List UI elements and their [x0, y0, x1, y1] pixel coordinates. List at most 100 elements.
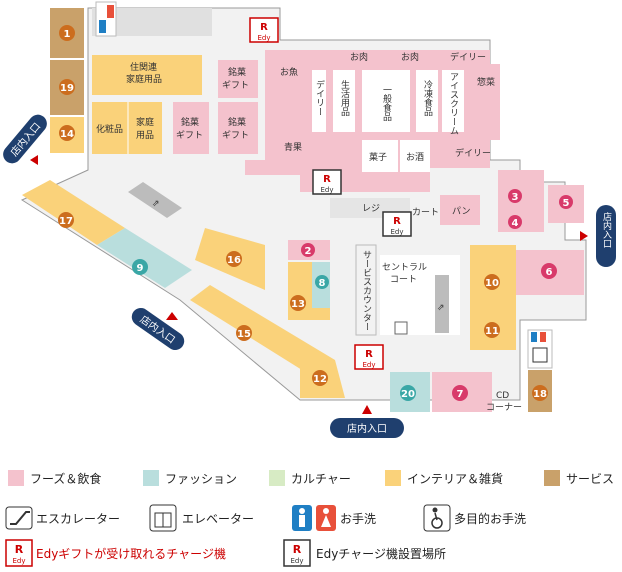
shop-marker-14[interactable]: 14	[59, 125, 75, 141]
male-restroom-icon-right	[531, 332, 537, 342]
shop-marker-13[interactable]: 13	[290, 295, 306, 311]
svg-text:18: 18	[533, 389, 547, 400]
svg-text:10: 10	[485, 278, 499, 289]
label-jukan: 住関連	[130, 61, 157, 73]
svg-text:R: R	[15, 543, 24, 556]
shop-marker-6[interactable]: 6	[541, 263, 557, 279]
label-keshohin: 化粧品	[96, 123, 123, 135]
shop-marker-9[interactable]: 9	[132, 259, 148, 275]
legend-elevator: エレベーター	[182, 512, 254, 526]
area-keshohin[interactable]	[92, 102, 162, 154]
area-meika-1[interactable]	[218, 60, 258, 98]
edy-charger-reji[interactable]: R Edy	[382, 211, 412, 237]
block-gashi	[362, 140, 398, 172]
area-shop-15[interactable]	[190, 285, 335, 380]
svg-text:20: 20	[401, 389, 415, 400]
shop-marker-17[interactable]: 17	[58, 212, 74, 228]
legend-service: サービス	[566, 472, 614, 486]
shop-marker-4[interactable]: 4	[508, 215, 522, 229]
label-daily-top: デイリー	[450, 51, 486, 63]
svg-text:Edy: Edy	[362, 361, 375, 369]
svg-text:店内入口: 店内入口	[601, 211, 612, 248]
svg-text:R: R	[365, 349, 373, 360]
svg-text:9: 9	[137, 263, 144, 274]
escalator-center: ⇗	[435, 275, 449, 333]
area-meika-2[interactable]	[173, 102, 209, 154]
svg-text:3: 3	[512, 192, 519, 203]
svg-text:7: 7	[457, 389, 464, 400]
label-osake: お酒	[406, 152, 424, 163]
escalator-icon	[5, 506, 33, 530]
shop-marker-3[interactable]: 3	[508, 189, 522, 203]
legend-swatch-service	[544, 470, 560, 486]
label-cd-a: CD	[496, 391, 509, 401]
shop-marker-1[interactable]: 1	[59, 25, 75, 41]
svg-text:14: 14	[60, 129, 74, 140]
label-meika3-b: ギフト	[222, 130, 249, 141]
legend-escalator: エスカレーター	[36, 512, 120, 526]
svg-text:16: 16	[227, 255, 241, 266]
label-cart: カート	[412, 207, 439, 218]
svg-text:1: 1	[64, 29, 71, 40]
shop-marker-2[interactable]: 2	[301, 243, 315, 257]
legend-edy-install: Edyチャージ機設置場所	[316, 546, 446, 561]
area-shop-17[interactable]	[22, 180, 125, 245]
legend-food: フーズ＆飲食	[30, 471, 101, 486]
male-restroom-icon	[99, 20, 106, 33]
edy-gift-charger-center[interactable]: R Edy	[354, 344, 384, 370]
edy-charger-seika[interactable]: R Edy	[312, 169, 342, 195]
label-seikatsu: 生活用品	[339, 79, 350, 117]
svg-text:12: 12	[313, 374, 327, 385]
svg-text:8: 8	[319, 278, 326, 289]
label-meika1-b: ギフト	[222, 80, 249, 91]
female-restroom-icon	[107, 5, 114, 18]
elevator-center	[394, 321, 408, 335]
shop-marker-20[interactable]: 20	[400, 385, 416, 401]
label-meika2-b: ギフト	[176, 130, 203, 141]
area-shop-9[interactable]	[97, 228, 192, 288]
label-reji: レジ	[362, 204, 380, 214]
block-reito	[416, 70, 438, 132]
shop-marker-12[interactable]: 12	[312, 370, 328, 386]
shop-marker-18[interactable]: 18	[532, 385, 548, 401]
svg-text:6: 6	[546, 267, 553, 278]
shop-marker-16[interactable]: 16	[226, 251, 242, 267]
edy-install-legend-icon: R Edy	[283, 539, 311, 567]
shop-marker-10[interactable]: 10	[484, 274, 500, 290]
entrance-bottom[interactable]: 店内入口	[330, 405, 404, 438]
area-jukan-katei[interactable]	[92, 55, 202, 95]
block-osake	[400, 140, 430, 172]
block-daily-v	[312, 70, 326, 132]
svg-text:R: R	[293, 543, 302, 556]
shop-marker-15[interactable]: 15	[236, 325, 252, 341]
shop-marker-8[interactable]: 8	[315, 275, 329, 289]
shop-marker-19[interactable]: 19	[59, 79, 75, 95]
label-meika2-a: 銘菓	[181, 116, 199, 128]
area-pan[interactable]	[440, 195, 480, 225]
svg-text:13: 13	[291, 299, 305, 310]
shop-marker-7[interactable]: 7	[452, 385, 468, 401]
label-daily-v: デイリー	[314, 79, 325, 116]
svg-text:Edy: Edy	[290, 557, 303, 565]
female-restroom-icon-right	[540, 332, 546, 342]
shop-marker-11[interactable]: 11	[484, 322, 500, 338]
multi-restroom-legend-icon	[423, 504, 451, 532]
label-gashi: 菓子	[369, 151, 387, 163]
entrance-right[interactable]: 店内入口	[580, 205, 616, 267]
edy-gift-charger-top[interactable]: R Edy	[249, 17, 279, 43]
entrance-left[interactable]: 店内入口	[0, 111, 51, 167]
shop-marker-5[interactable]: 5	[559, 195, 573, 209]
legend-interior: インテリア＆雑貨	[407, 471, 503, 486]
svg-text:R: R	[393, 216, 401, 227]
entrance-middle[interactable]: 店内入口	[128, 304, 187, 353]
legend-swatch-interior	[385, 470, 401, 486]
area-meika-3[interactable]	[218, 102, 258, 154]
block-seikatsu	[333, 70, 355, 132]
svg-text:11: 11	[485, 326, 499, 337]
area-service-counter[interactable]	[355, 244, 377, 336]
svg-text:R: R	[323, 174, 331, 185]
svg-text:Edy: Edy	[257, 34, 270, 42]
label-icecream: アイスクリーム	[448, 72, 459, 135]
svg-text:店内入口: 店内入口	[347, 422, 387, 435]
